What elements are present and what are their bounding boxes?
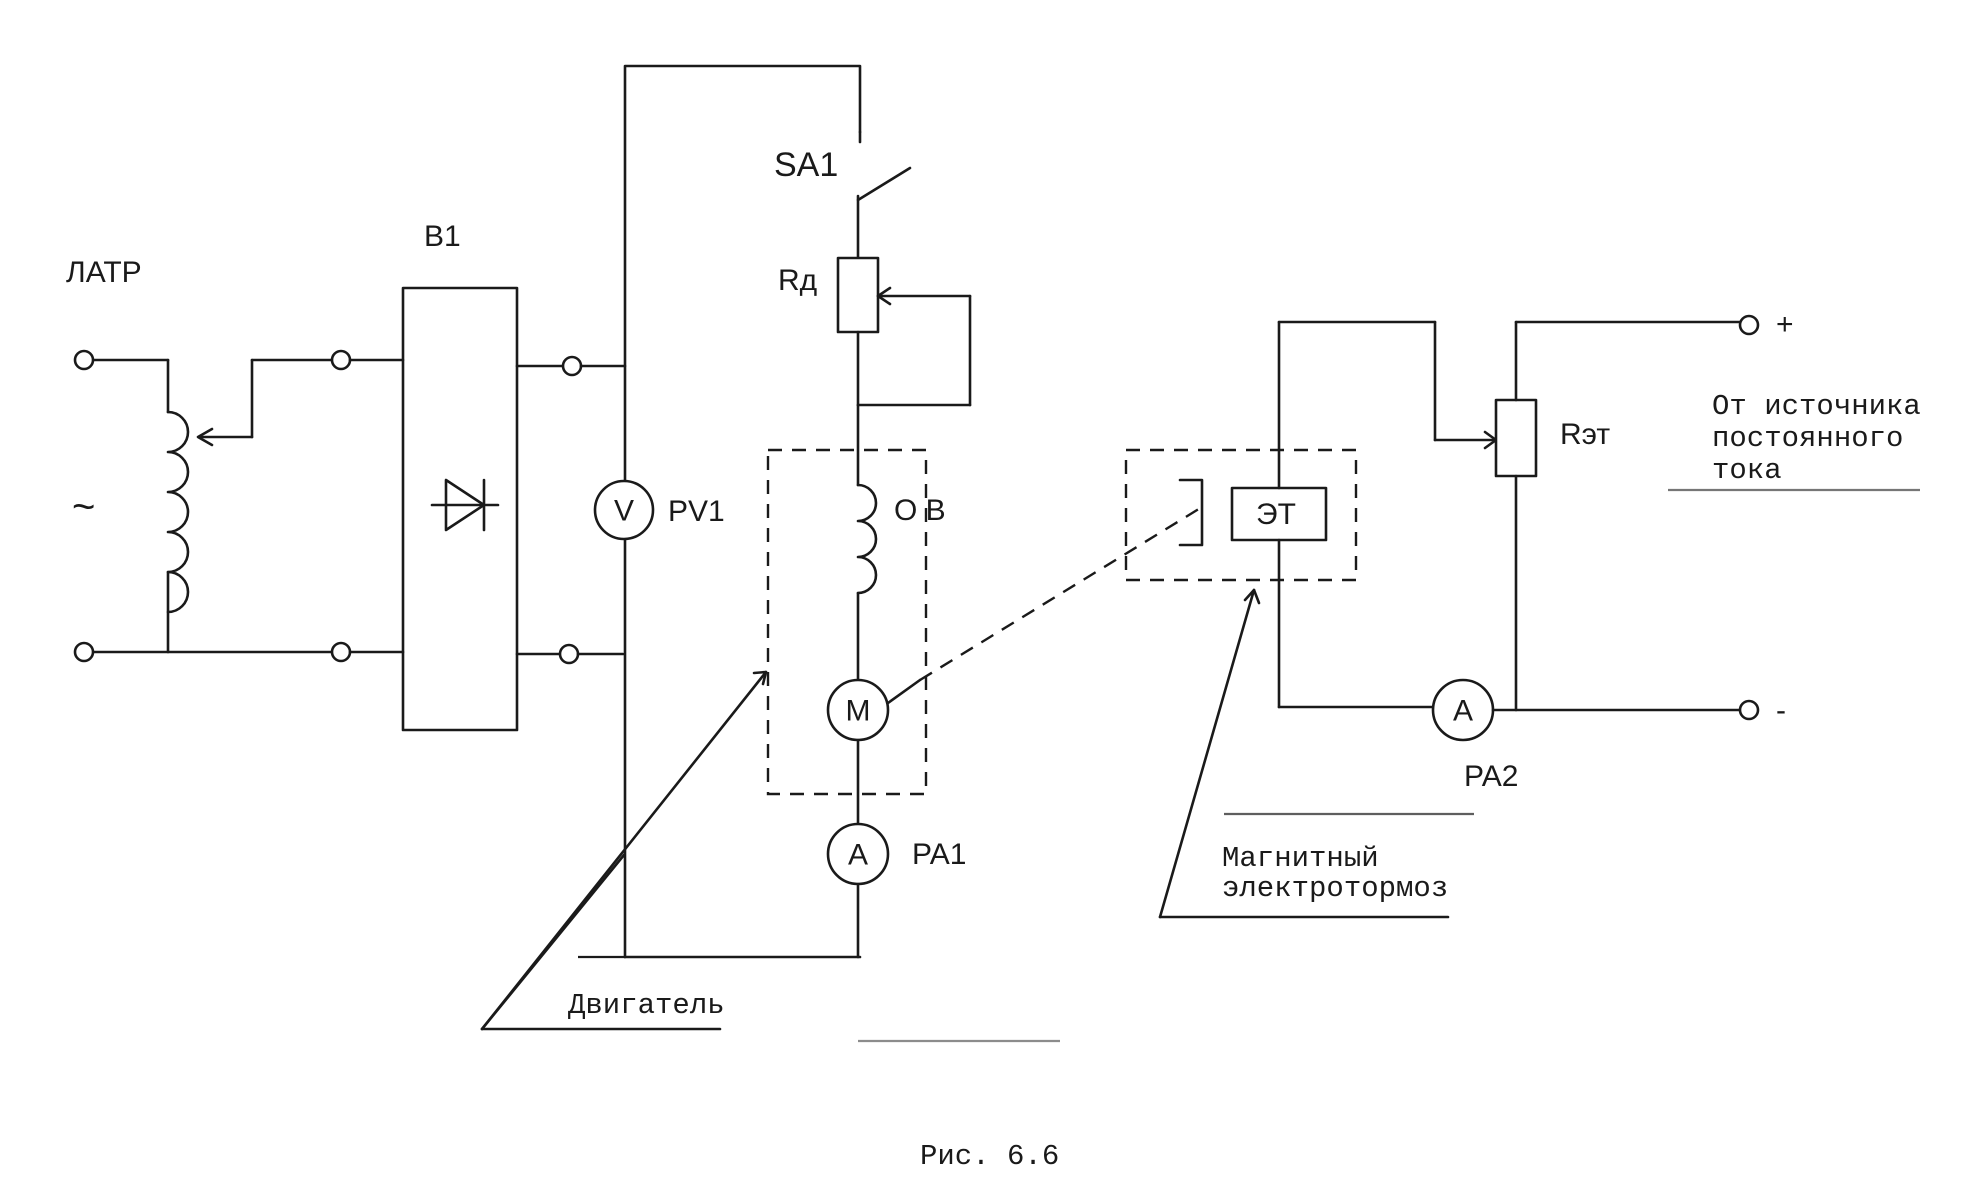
minus-label: - — [1776, 694, 1786, 727]
plus-label: + — [1776, 308, 1794, 341]
rectifier-output-terminal-top — [561, 355, 583, 377]
voltmeter-symbol: V — [614, 495, 634, 528]
voltmeter-pv1 — [593, 479, 655, 541]
brake-caption-line1: Магнитный — [1222, 842, 1379, 875]
rectifier-label: В1 — [424, 220, 461, 253]
latr-terminal-bottom — [73, 641, 95, 663]
source-caption-line1: От источника — [1712, 390, 1921, 423]
field-winding-label: О В — [894, 494, 946, 527]
rectifier-input-terminal-top — [330, 349, 352, 371]
brake-caption-line2: электротормоз — [1222, 872, 1448, 905]
ammeter2-label: PA2 — [1464, 760, 1518, 793]
motor-enclosure — [766, 448, 928, 796]
switch-label: SA1 — [774, 146, 838, 184]
ammeter2-symbol: А — [1453, 695, 1473, 728]
rectifier-output-terminal-bottom — [558, 643, 580, 665]
voltmeter-label: PV1 — [668, 495, 725, 528]
figure-caption: Рис. 6.6 — [920, 1140, 1059, 1173]
motor-caption: Двигатель — [568, 989, 725, 1022]
brake-enclosure — [1124, 448, 1358, 582]
brake-resistor-ret — [1494, 398, 1538, 478]
rectifier-input-terminal-bottom — [330, 641, 352, 663]
brake-box-label: ЭТ — [1256, 498, 1296, 531]
source-caption-line2: постоянного — [1712, 422, 1903, 455]
latr-label: ЛАТР — [66, 256, 142, 289]
field-winding-coil — [856, 483, 878, 595]
latr-terminal-top — [73, 349, 95, 371]
brake-resistor-label: Rэт — [1560, 418, 1610, 451]
rectifier-block — [401, 286, 519, 732]
brake-armature — [1178, 478, 1204, 547]
motor-caption-leader — [480, 670, 768, 1031]
ac-symbol: ~ — [72, 485, 95, 529]
source-terminal-minus — [1738, 699, 1760, 721]
switch-sa1 — [856, 130, 912, 260]
motor-symbol: М — [846, 695, 871, 728]
latr-autotransformer — [90, 358, 334, 654]
motor-resistor-label: Rд — [778, 264, 817, 297]
ammeter1-label: PA1 — [912, 838, 966, 871]
source-caption-line3: тока — [1712, 454, 1782, 487]
ammeter1-symbol: А — [848, 839, 868, 872]
motor-resistor-rd — [836, 256, 880, 334]
source-terminal-plus — [1738, 314, 1760, 336]
brake-caption-leader — [1158, 588, 1450, 919]
